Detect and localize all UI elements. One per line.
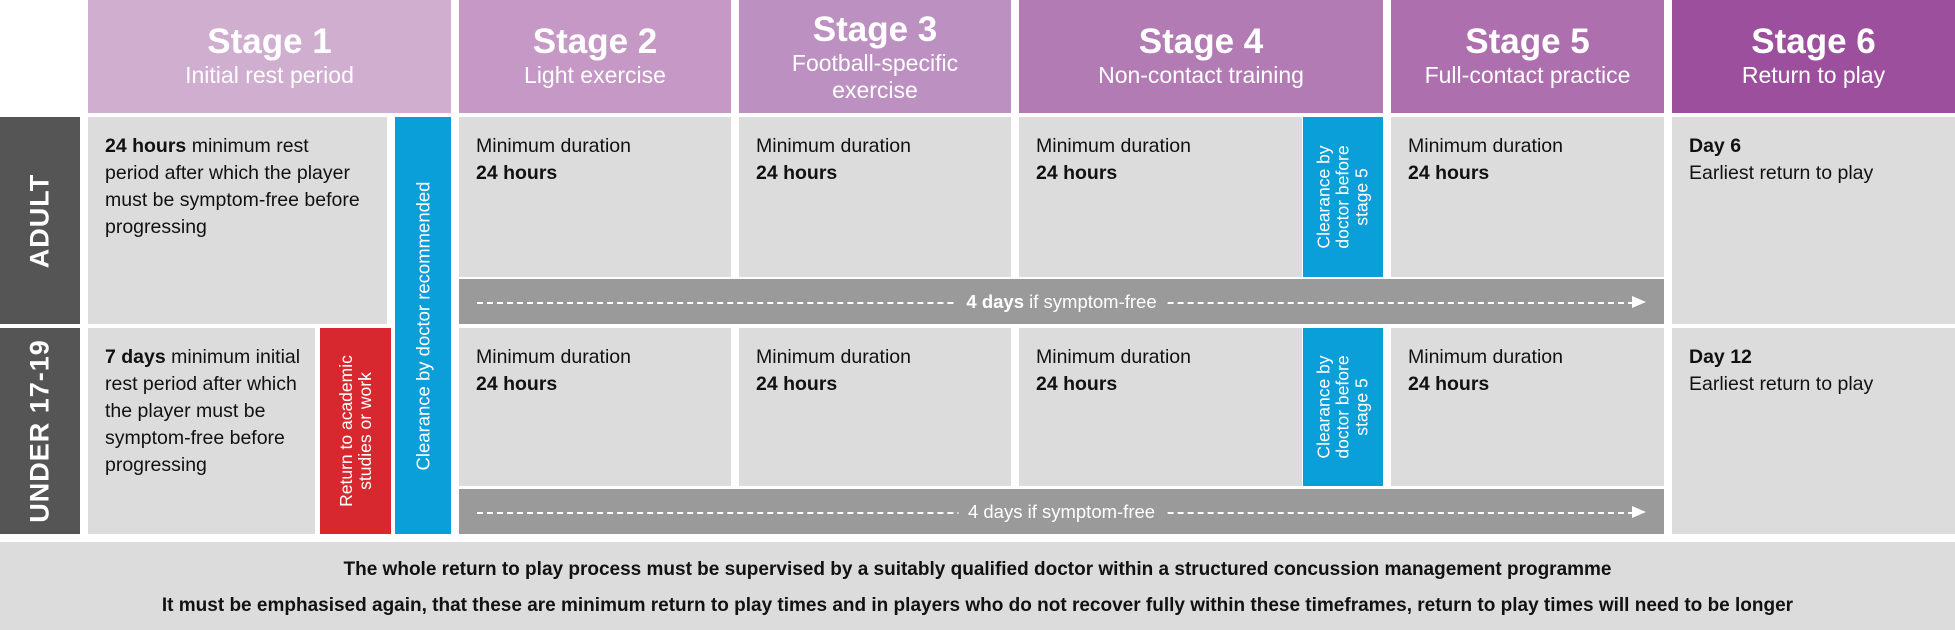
clearance-recommended-bar: Clearance by doctor recommended <box>395 117 451 534</box>
adult-stage-5-cell: Minimum duration 24 hours <box>1391 117 1664 277</box>
adult-rest-duration: 24 hours <box>105 135 187 157</box>
row-label-adult: ADULT <box>0 117 80 324</box>
stage-4-title: Stage 4 <box>1138 22 1264 61</box>
under-rest-text: minimum initial rest period after which … <box>105 346 301 476</box>
under-stage-5-cell: Minimum duration 24 hours <box>1391 328 1664 486</box>
under-clearance-stage5-text: Clearance by doctor before stage 5 <box>1313 355 1372 459</box>
stage-1-subtitle: Initial rest period <box>185 62 354 89</box>
row-label-under-17-19: UNDER 17-19 <box>0 328 80 534</box>
under-rest-duration: 7 days <box>105 346 166 368</box>
min-duration-label: Minimum duration <box>476 135 631 157</box>
adult-clearance-stage5-text: Clearance by doctor before stage 5 <box>1313 145 1372 249</box>
min-duration-value: 24 hours <box>1036 373 1118 395</box>
stage-1-header: Stage 1 Initial rest period <box>88 0 451 113</box>
min-duration-label: Minimum duration <box>476 346 631 368</box>
stage-2-subtitle: Light exercise <box>524 62 666 89</box>
adult-return-text: Earliest return to play <box>1689 162 1874 184</box>
adult-stage-6-cell: Day 6 Earliest return to play <box>1672 117 1955 324</box>
min-duration-value: 24 hours <box>476 373 558 395</box>
stage-3-header: Stage 3 Football-specific exercise <box>739 0 1011 113</box>
adult-rest-text: minimum rest period after which the play… <box>105 135 360 238</box>
adult-stage-1-cell: 24 hours minimum rest period after which… <box>88 117 387 324</box>
adult-total-text: if symptom-free <box>1024 290 1157 312</box>
arrow-right-icon <box>1632 505 1646 518</box>
min-duration-label: Minimum duration <box>756 135 911 157</box>
under-total-label: 4 days if symptom-free <box>957 500 1166 523</box>
adult-stage-3-cell: Minimum duration 24 hours <box>739 117 1011 277</box>
academic-return-text: Return to academic studies or work <box>335 355 375 507</box>
min-duration-value: 24 hours <box>476 162 558 184</box>
arrow-right-icon <box>1632 295 1646 308</box>
under-stage-2-cell: Minimum duration 24 hours <box>459 328 731 486</box>
academic-return-bar: Return to academic studies or work <box>320 328 391 534</box>
adult-stage-2-cell: Minimum duration 24 hours <box>459 117 731 277</box>
footer-line-1: The whole return to play process must be… <box>343 559 1612 580</box>
stage-4-subtitle: Non-contact training <box>1098 62 1304 89</box>
stage-5-header: Stage 5 Full-contact practice <box>1391 0 1664 113</box>
adult-clearance-stage5-bar: Clearance by doctor before stage 5 <box>1303 117 1383 277</box>
under-stage-4-cell: Minimum duration 24 hours <box>1019 328 1302 486</box>
min-duration-value: 24 hours <box>756 162 838 184</box>
adult-total-arrow: 4 days if symptom-free <box>459 279 1664 324</box>
row-label-under-text: UNDER 17-19 <box>24 339 55 523</box>
min-duration-label: Minimum duration <box>1036 346 1191 368</box>
under-stage-3-cell: Minimum duration 24 hours <box>739 328 1011 486</box>
min-duration-label: Minimum duration <box>756 346 911 368</box>
min-duration-label: Minimum duration <box>1408 346 1563 368</box>
adult-return-day: Day 6 <box>1689 135 1742 157</box>
under-total-arrow: 4 days if symptom-free <box>459 489 1664 534</box>
adult-total-label: 4 days if symptom-free <box>956 290 1167 313</box>
stage-2-title: Stage 2 <box>532 22 658 61</box>
stage-5-title: Stage 5 <box>1465 22 1590 61</box>
stage-3-title: Stage 3 <box>812 10 938 49</box>
stage-1-title: Stage 1 <box>207 22 332 61</box>
under-stage-1-cell: 7 days minimum initial rest period after… <box>88 328 315 534</box>
stage-5-subtitle: Full-contact practice <box>1424 62 1631 89</box>
under-return-text: Earliest return to play <box>1689 373 1874 395</box>
adult-total-days: 4 days <box>966 290 1024 312</box>
stage-6-subtitle: Return to play <box>1741 62 1886 89</box>
min-duration-label: Minimum duration <box>1408 135 1563 157</box>
adult-stage-4-cell: Minimum duration 24 hours <box>1019 117 1302 277</box>
stage-3-subtitle: Football-specific exercise <box>791 50 959 103</box>
min-duration-value: 24 hours <box>1408 373 1490 395</box>
under-return-day: Day 12 <box>1689 346 1752 368</box>
under-stage-6-cell: Day 12 Earliest return to play <box>1672 328 1955 534</box>
clearance-recommended-text: Clearance by doctor recommended <box>412 181 434 470</box>
footer-note: The whole return to play process must be… <box>0 542 1955 630</box>
under-clearance-stage5-bar: Clearance by doctor before stage 5 <box>1303 328 1383 486</box>
min-duration-value: 24 hours <box>1408 162 1490 184</box>
stage-6-title: Stage 6 <box>1751 22 1876 61</box>
footer-line-2: It must be emphasised again, that these … <box>161 595 1794 616</box>
min-duration-value: 24 hours <box>756 373 838 395</box>
row-label-adult-text: ADULT <box>24 173 55 268</box>
min-duration-value: 24 hours <box>1036 162 1118 184</box>
stage-2-header: Stage 2 Light exercise <box>459 0 731 113</box>
min-duration-label: Minimum duration <box>1036 135 1191 157</box>
stage-4-header: Stage 4 Non-contact training <box>1019 0 1383 113</box>
stage-6-header: Stage 6 Return to play <box>1672 0 1955 113</box>
